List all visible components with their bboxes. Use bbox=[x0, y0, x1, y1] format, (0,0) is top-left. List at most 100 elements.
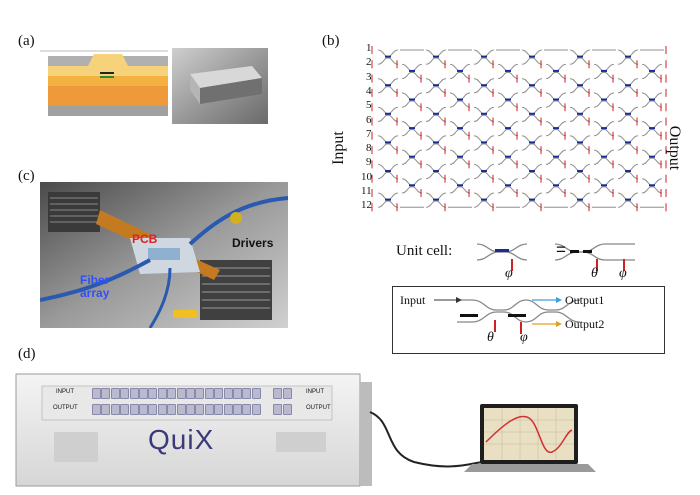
theta-phase-shifter bbox=[553, 69, 559, 72]
theta-phase-shifter bbox=[385, 84, 391, 87]
mode-label: 2 bbox=[366, 56, 372, 69]
fiber-port bbox=[204, 404, 214, 415]
theta-phase-shifter bbox=[481, 112, 487, 115]
panel-label-a: (a) bbox=[18, 33, 35, 49]
fiber-port bbox=[223, 388, 233, 399]
theta-phase-shifter bbox=[505, 127, 511, 130]
theta-phase-shifter bbox=[577, 170, 583, 173]
mode-label: 11 bbox=[361, 185, 372, 197]
fiber-port bbox=[129, 388, 139, 399]
theta-phase-shifter bbox=[529, 198, 535, 201]
fiber-port bbox=[233, 388, 242, 399]
theta-phase-shifter bbox=[649, 127, 655, 130]
fiber-port bbox=[167, 404, 177, 415]
theta-phase-shifter bbox=[529, 55, 535, 58]
theta-phase-shifter bbox=[625, 198, 631, 201]
theta-phase-shifter bbox=[601, 127, 607, 130]
fiber-port bbox=[101, 404, 111, 415]
theta-phase-shifter bbox=[385, 55, 391, 58]
unit-cell-theta-heater bbox=[495, 249, 509, 252]
theta-phase-shifter bbox=[385, 141, 391, 144]
theta-phase-shifter bbox=[481, 84, 487, 87]
theta-phase-shifter bbox=[505, 155, 511, 158]
theta-phase-shifter bbox=[529, 84, 535, 87]
fiber-port bbox=[282, 404, 292, 415]
setup-photo: PCB Fiber array Drivers bbox=[40, 182, 288, 328]
theta-phase-shifter bbox=[625, 170, 631, 173]
fiber-port bbox=[223, 404, 233, 415]
fiber-port bbox=[148, 404, 158, 415]
theta-phase-shifter bbox=[505, 98, 511, 101]
theta-phase-shifter bbox=[625, 55, 631, 58]
mode-label: 10 bbox=[361, 170, 372, 183]
theta-phase-shifter bbox=[409, 184, 415, 187]
fiber-port bbox=[92, 388, 101, 399]
mzi-input-label: Input bbox=[400, 293, 426, 307]
fiber-port bbox=[214, 404, 224, 415]
fiber-port bbox=[273, 404, 283, 415]
fiber-port bbox=[139, 388, 148, 399]
fiber-port bbox=[110, 404, 120, 415]
pcb-label: PCB bbox=[132, 232, 158, 246]
fiber-port bbox=[251, 388, 261, 399]
theta-phase-shifter bbox=[577, 112, 583, 115]
theta-phase-shifter bbox=[481, 141, 487, 144]
fiber-port bbox=[129, 404, 139, 415]
fiber-port bbox=[148, 388, 158, 399]
theta-phase-shifter bbox=[649, 69, 655, 72]
fiber-port bbox=[204, 388, 214, 399]
mzi-theta-symbol: θ bbox=[487, 330, 494, 345]
unit-cell-diagram bbox=[476, 243, 635, 271]
theta-phase-shifter bbox=[529, 170, 535, 173]
mode-label: 9 bbox=[366, 156, 372, 169]
theta-phase-shifter bbox=[385, 198, 391, 201]
theta-phase-shifter bbox=[433, 55, 439, 58]
theta-phase-shifter bbox=[625, 84, 631, 87]
theta-phase-shifter bbox=[481, 55, 487, 58]
mode-label: 5 bbox=[366, 99, 372, 112]
theta-phase-shifter bbox=[457, 184, 463, 187]
setup-photo-illustration bbox=[40, 182, 288, 328]
theta-phase-shifter bbox=[553, 127, 559, 130]
theta-phase-shifter bbox=[649, 155, 655, 158]
fiber-port bbox=[251, 404, 261, 415]
theta-phase-shifter bbox=[385, 170, 391, 173]
theta-phase-shifter bbox=[601, 69, 607, 72]
unit-cell-phi-symbol-1: φ bbox=[505, 266, 513, 281]
fiber-label-line2: array bbox=[80, 286, 110, 300]
fiber-array-label: Fiber array bbox=[80, 274, 109, 300]
mzi-output2-label: Output2 bbox=[565, 317, 605, 331]
unit-cell-phi-heater bbox=[511, 259, 513, 271]
interferometer-mesh bbox=[371, 46, 667, 212]
unit-cell-label: Unit cell: bbox=[396, 243, 453, 259]
mode-label: 12 bbox=[361, 199, 372, 212]
panel-label-c: (c) bbox=[18, 168, 35, 184]
theta-phase-shifter bbox=[649, 98, 655, 101]
theta-phase-shifter bbox=[457, 69, 463, 72]
theta-phase-shifter bbox=[409, 69, 415, 72]
fiber-port bbox=[110, 388, 120, 399]
fiber-port bbox=[167, 388, 177, 399]
mode-label: 4 bbox=[366, 84, 372, 97]
theta-phase-shifter bbox=[457, 127, 463, 130]
fiber-port bbox=[157, 404, 167, 415]
theta-phase-shifter bbox=[601, 155, 607, 158]
theta-phase-shifter bbox=[409, 155, 415, 158]
theta-phase-shifter bbox=[433, 112, 439, 115]
fiber-port bbox=[157, 388, 167, 399]
theta-phase-shifter bbox=[457, 98, 463, 101]
fiber-port bbox=[195, 388, 205, 399]
theta-phase-shifter bbox=[577, 198, 583, 201]
theta-phase-shifter bbox=[529, 141, 535, 144]
theta-phase-shifter bbox=[409, 127, 415, 130]
theta-phase-shifter bbox=[433, 141, 439, 144]
theta-phase-shifter bbox=[505, 69, 511, 72]
fiber-port bbox=[186, 404, 195, 415]
theta-phase-shifter bbox=[649, 184, 655, 187]
chip-label-highlight bbox=[173, 310, 197, 318]
unit-cell-equals: = bbox=[556, 240, 566, 259]
fiber-port bbox=[242, 388, 252, 399]
theta-phase-shifter bbox=[385, 112, 391, 115]
theta-phase-shifter bbox=[481, 198, 487, 201]
fiber-port bbox=[273, 388, 283, 399]
